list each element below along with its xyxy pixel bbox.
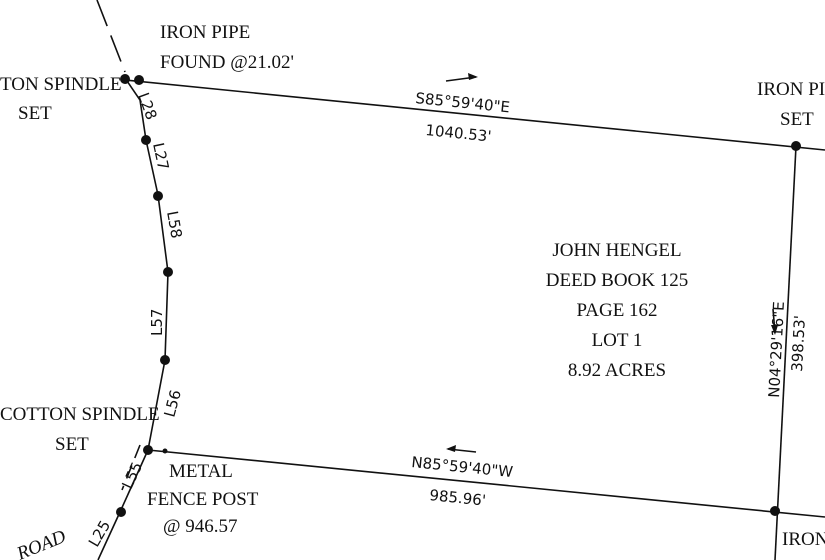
parcel-area: 8.92 ACRES	[568, 360, 666, 381]
line-label-l57: L57	[148, 309, 166, 336]
iron-marker-bottom-right	[770, 506, 780, 516]
parcel-page: PAGE 162	[576, 300, 657, 321]
east-bearing-arrow	[771, 308, 778, 335]
north-boundary-line	[124, 79, 825, 151]
cotton-spindle-top-label-2: SET	[18, 103, 52, 124]
point-marker	[163, 267, 173, 277]
cotton-spindle-bottom-label-1: COTTON SPINDLE	[0, 404, 160, 425]
east-distance-label: 398.53'	[788, 315, 809, 372]
metal-fence-post-label-2: FENCE POST	[147, 489, 259, 510]
north-distance-label: 1040.53'	[425, 121, 493, 145]
cotton-spindle-marker-top	[120, 74, 130, 84]
metal-fence-post-label-1: METAL	[169, 461, 233, 482]
iron-pipe-set-marker	[791, 141, 801, 151]
road-label: ROAD	[13, 526, 69, 560]
line-label-l58: L58	[163, 210, 185, 240]
north-bearing-arrow	[445, 73, 478, 82]
line-label-l56: L56	[160, 388, 184, 419]
metal-fence-post-marker	[162, 448, 168, 454]
point-marker	[160, 355, 170, 365]
cotton-spindle-marker-bottom	[143, 445, 153, 455]
iron-bottom-right-label: IRON	[782, 529, 825, 550]
point-marker	[153, 191, 163, 201]
east-boundary-line	[774, 145, 797, 560]
cotton-spindle-bottom-label-2: SET	[55, 434, 89, 455]
road-centerline-dashed-lower	[121, 444, 141, 491]
parcel-info: JOHN HENGEL DEED BOOK 125 PAGE 162 LOT 1…	[546, 240, 689, 381]
south-boundary-line	[147, 449, 825, 518]
parcel-lot: LOT 1	[592, 330, 643, 351]
parcel-deed-book: DEED BOOK 125	[546, 270, 689, 291]
line-label-l28: L28	[134, 90, 160, 122]
road-centerline-dashed	[96, 0, 126, 73]
iron-pipe-found-marker	[134, 75, 144, 85]
cotton-spindle-top-label-1: TON SPINDLE	[0, 74, 122, 95]
iron-pipe-found-label-2: FOUND @21.02'	[160, 52, 294, 73]
line-label-l27: L27	[149, 141, 172, 172]
metal-fence-post-label-3: @ 946.57	[163, 516, 238, 537]
parcel-owner: JOHN HENGEL	[552, 240, 681, 261]
east-bearing-label: N04°29'16"E	[765, 301, 788, 398]
point-marker	[141, 135, 151, 145]
point-marker	[116, 507, 126, 517]
south-distance-label: 985.96'	[429, 486, 487, 510]
iron-pipe-found-label-1: IRON PIPE	[160, 22, 250, 43]
line-label-l25: L25	[85, 517, 114, 550]
iron-pipe-set-label-2: SET	[780, 109, 814, 130]
iron-pipe-set-label-1: IRON PI	[757, 79, 825, 100]
south-bearing-arrow	[446, 445, 477, 453]
north-bearing-label: S85°59'40"E	[415, 89, 511, 116]
